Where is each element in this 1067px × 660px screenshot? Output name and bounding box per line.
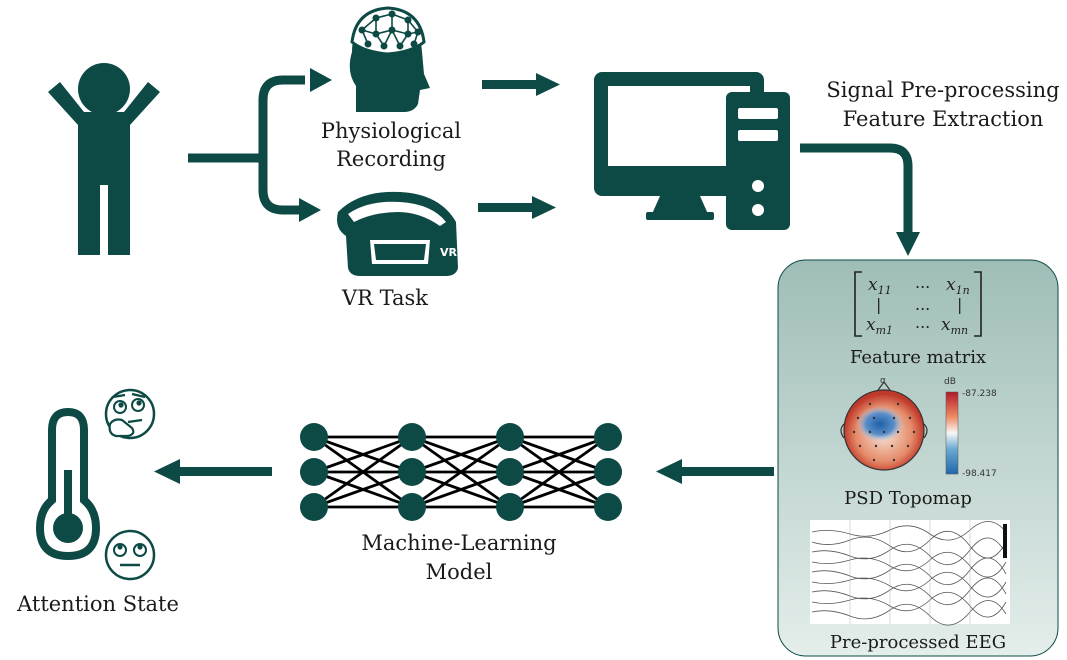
- arrow-vr-to-computer: [478, 196, 556, 219]
- psd-topomap-label: PSD Topomap: [844, 488, 972, 509]
- svg-text:x11: x11: [868, 275, 892, 297]
- svg-text:α: α: [880, 376, 886, 386]
- svg-text:|: |: [957, 295, 962, 314]
- person-icon: [48, 63, 160, 255]
- physiological-recording-label-line2: Recording: [336, 147, 446, 171]
- computer-icon: [594, 72, 790, 230]
- arrow-to-panel: [896, 232, 920, 256]
- svg-text:xm1: xm1: [866, 315, 893, 337]
- ml-model-label-line2: Model: [426, 560, 493, 584]
- neural-network-icon: [300, 423, 622, 521]
- physiological-recording-label: Physiological: [321, 119, 461, 143]
- svg-text:|: |: [876, 295, 881, 314]
- topomap-colorbar: [945, 391, 959, 475]
- neutral-face-icon: [104, 529, 156, 581]
- eeg-head-icon: [349, 6, 430, 112]
- vr-headset-icon: VR: [337, 191, 458, 276]
- arrow-eeg-to-computer: [482, 73, 560, 96]
- attention-state-label: Attention State: [16, 592, 179, 616]
- feature-matrix-label: Feature matrix: [850, 347, 986, 368]
- ml-model-label: Machine-Learning: [361, 531, 556, 555]
- colorbar-min: -98.417: [962, 469, 997, 479]
- arrow-to-eeg-head: [310, 68, 332, 92]
- svg-text:x1n: x1n: [946, 275, 970, 297]
- thermometer-icon: [35, 407, 101, 561]
- svg-text:...: ...: [915, 313, 930, 332]
- arrow-panel-to-model: [656, 459, 774, 484]
- svg-text:...: ...: [915, 273, 930, 292]
- eeg-traces: [810, 520, 1010, 626]
- vr-badge: VR: [440, 246, 458, 259]
- person-split-connector: [188, 75, 305, 215]
- computer-to-panel-connector: [800, 143, 913, 236]
- vr-task-label: VR Task: [341, 286, 428, 310]
- colorbar-max: -87.238: [962, 389, 997, 399]
- svg-text:xmn: xmn: [941, 315, 968, 337]
- arrow-model-to-attention: [154, 459, 272, 484]
- feature-extraction-label: Feature Extraction: [843, 107, 1044, 131]
- feature-matrix: x11 ... x1n | ... | xm1 ... xmn: [854, 271, 982, 337]
- thinking-face-icon: [104, 388, 156, 440]
- arrow-to-vr-headset: [299, 198, 321, 222]
- svg-text:...: ...: [915, 295, 930, 314]
- preprocessed-eeg-label: Pre-processed EEG: [830, 632, 1006, 653]
- psd-topomap: α dB -87.238 -98.417: [840, 376, 997, 479]
- signal-preprocessing-label: Signal Pre-processing: [826, 78, 1059, 102]
- colorbar-unit: dB: [944, 377, 956, 387]
